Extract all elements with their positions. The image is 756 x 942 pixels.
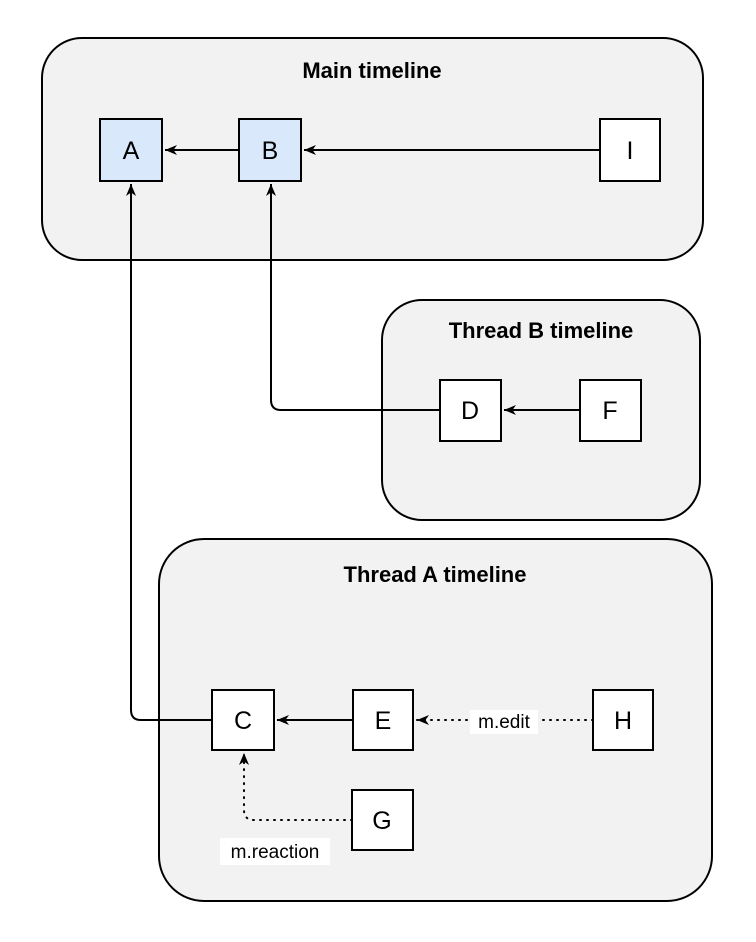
node-f-box [579, 379, 642, 442]
node-c-box [211, 689, 275, 751]
node-h: H [592, 689, 654, 751]
edge-label-m-reaction-bg [220, 838, 330, 865]
node-e-box [352, 689, 414, 751]
edge-label-m-edit-text: m.edit [478, 712, 530, 733]
edge-label-m-reaction-text: m.reaction [231, 842, 320, 863]
node-d-box [439, 379, 502, 442]
node-d: D [439, 379, 502, 442]
node-d-label: D [461, 397, 479, 425]
node-c: C [211, 689, 275, 751]
node-f-label: F [602, 397, 617, 425]
node-g: G [351, 789, 414, 851]
node-b-label: B [262, 137, 279, 165]
edge-label-m-edit: m.edit [470, 710, 538, 734]
node-c-label: C [234, 707, 252, 735]
node-i-label: I [627, 137, 634, 165]
edge-g-to-c [239, 752, 353, 821]
edge-d-to-b [266, 184, 440, 411]
node-a-box [99, 118, 163, 182]
node-h-label: H [614, 707, 632, 735]
node-a-label: A [123, 137, 140, 165]
node-e-label: E [375, 707, 392, 735]
node-e: E [352, 689, 414, 751]
edge-label-m-reaction: m.reaction [220, 838, 330, 865]
node-g-label: G [372, 807, 391, 835]
container-thread-b-timeline-title: Thread B timeline [449, 318, 634, 343]
node-b: B [238, 118, 302, 182]
container-thread-a-timeline-title: Thread A timeline [344, 562, 527, 587]
edge-label-m-edit-bg [470, 710, 538, 734]
container-main-timeline-title: Main timeline [302, 58, 441, 83]
node-f: F [579, 379, 642, 442]
edge-c-to-a [126, 184, 212, 721]
node-g-box [351, 789, 414, 851]
node-b-box [238, 118, 302, 182]
node-i-box [599, 118, 661, 182]
node-a: A [99, 118, 163, 182]
node-h-box [592, 689, 654, 751]
node-i: I [599, 118, 661, 182]
